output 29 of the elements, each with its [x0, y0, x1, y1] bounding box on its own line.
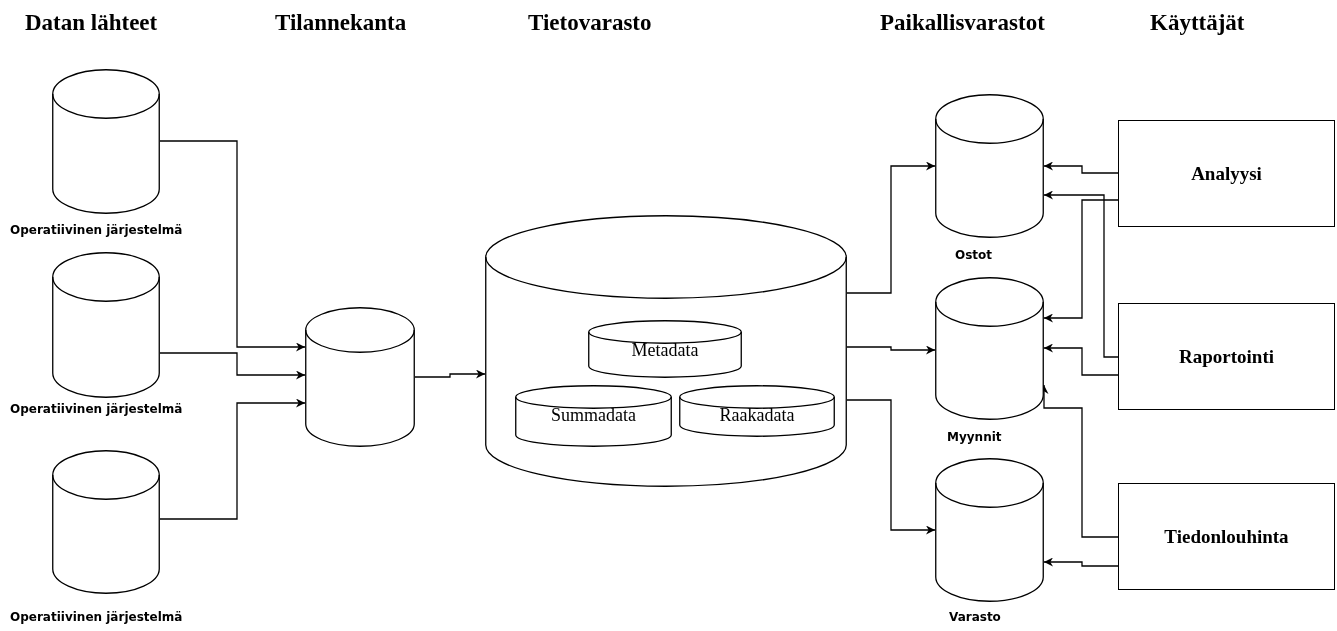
arrow — [159, 140, 306, 352]
column-heading: Tilannekanta — [275, 10, 407, 36]
arrow — [1043, 190, 1119, 358]
store-caption: Varasto — [949, 610, 1001, 624]
arrow — [846, 345, 936, 355]
user-box: Analyysi — [1118, 120, 1335, 227]
arrow — [1043, 557, 1119, 567]
store-label: Summadata — [551, 405, 636, 426]
arrow — [1043, 199, 1119, 323]
user-box: Raportointi — [1118, 303, 1335, 410]
arrow — [1043, 161, 1119, 174]
store-caption: Operatiivinen järjestelmä — [10, 223, 183, 237]
store-caption: Operatiivinen järjestelmä — [10, 610, 183, 624]
arrow — [846, 161, 936, 294]
store-caption: Ostot — [955, 248, 993, 262]
store-label: Raakadata — [719, 405, 795, 426]
column-heading: Käyttäjät — [1150, 10, 1245, 36]
user-box: Tiedonlouhinta — [1118, 483, 1335, 590]
column-heading: Paikallisvarastot — [880, 10, 1045, 36]
column-heading: Tietovarasto — [528, 10, 652, 36]
column-heading: Datan lähteet — [25, 10, 158, 36]
store-caption: Operatiivinen järjestelmä — [10, 402, 183, 416]
store-caption: Myynnit — [947, 430, 1002, 444]
arrow — [414, 369, 486, 379]
arrow — [159, 398, 306, 520]
arrow — [159, 352, 306, 380]
store-label: Metadata — [631, 340, 699, 361]
arrow — [1043, 343, 1119, 376]
arrow — [846, 399, 936, 535]
